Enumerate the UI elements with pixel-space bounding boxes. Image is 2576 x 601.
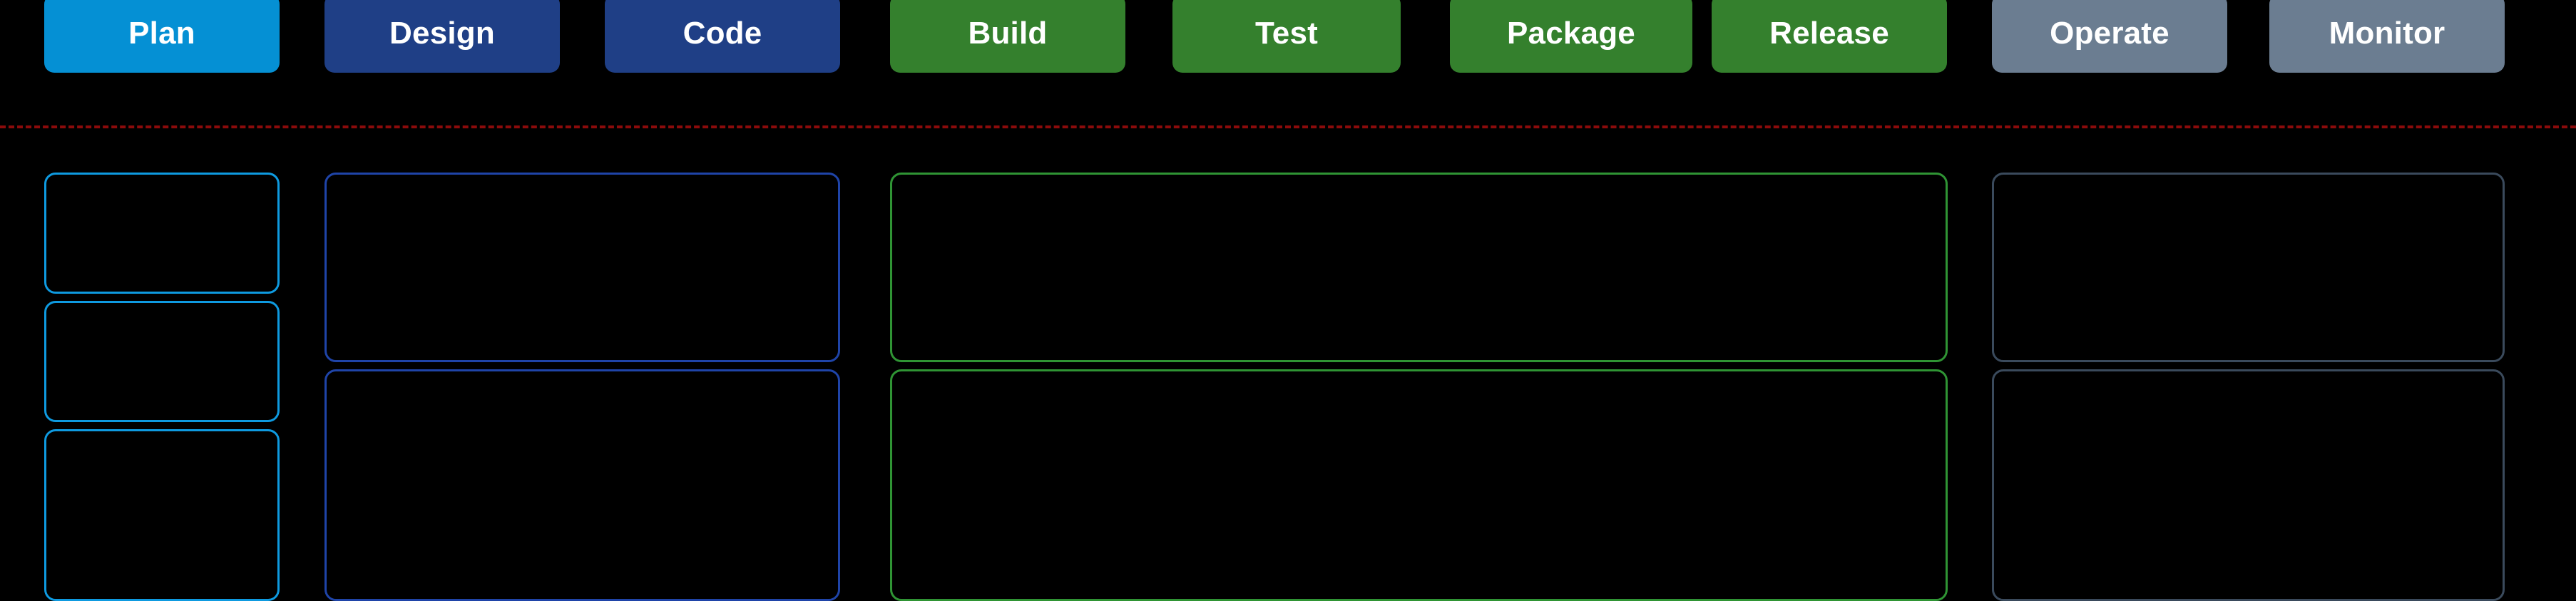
stage-button-monitor[interactable]: Monitor (2269, 0, 2505, 73)
stage-button-package[interactable]: Package (1450, 0, 1692, 73)
stage-placeholder-grid (0, 173, 2576, 601)
pipeline-stage-bar: Plan Design Code Build Test Package Release Ope… (0, 0, 2576, 80)
placeholder-card-operate-monitor-2[interactable] (1992, 369, 2505, 601)
stage-button-plan[interactable]: Plan (44, 0, 280, 73)
placeholder-card-plan-2[interactable] (44, 301, 280, 422)
stage-button-release[interactable]: Release (1712, 0, 1947, 73)
stage-button-operate[interactable]: Operate (1992, 0, 2227, 73)
stage-button-code[interactable]: Code (605, 0, 840, 73)
placeholder-card-plan-3[interactable] (44, 429, 280, 601)
placeholder-card-build-release-2[interactable] (890, 369, 1948, 601)
placeholder-card-operate-monitor-1[interactable] (1992, 173, 2505, 362)
stage-button-build[interactable]: Build (890, 0, 1125, 73)
card-column-design-code (324, 173, 840, 601)
card-column-plan (44, 173, 280, 601)
card-column-operate-monitor (1992, 173, 2505, 601)
pipeline-divider (0, 125, 2576, 128)
stage-button-design[interactable]: Design (324, 0, 560, 73)
placeholder-card-build-release-1[interactable] (890, 173, 1948, 362)
placeholder-card-design-code-2[interactable] (324, 369, 840, 601)
stage-button-test[interactable]: Test (1172, 0, 1401, 73)
card-column-build-release (890, 173, 1948, 601)
placeholder-card-design-code-1[interactable] (324, 173, 840, 362)
placeholder-card-plan-1[interactable] (44, 173, 280, 294)
